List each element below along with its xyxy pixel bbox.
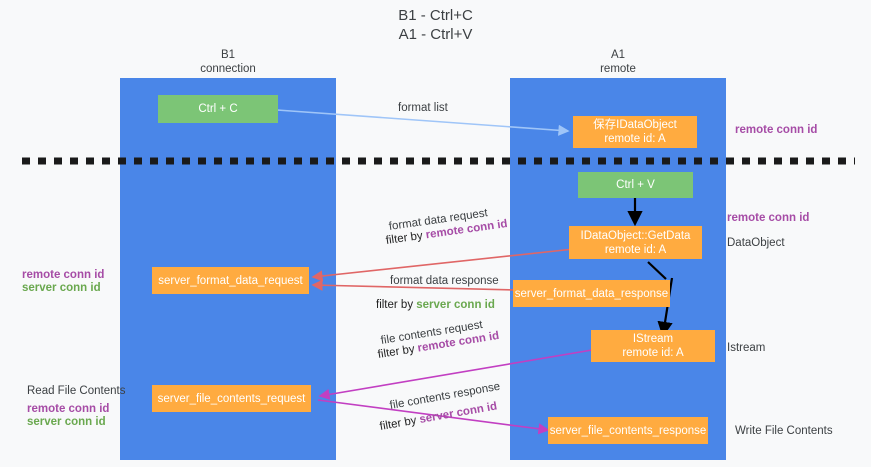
node-istream-line-2: remote id: A (622, 347, 684, 359)
node-save-idataobject[interactable]: 保存IDataObject remote id: A (573, 116, 697, 148)
annotation-left-server-conn-id-bottom: server conn id (27, 416, 106, 428)
column-header-b1: B1 connection (148, 48, 308, 76)
column-header-a1-name: A1 (610, 49, 626, 61)
arrow-getdata-stub (647, 261, 667, 280)
edge-label-format-data-response: format data response (390, 275, 499, 287)
annotation-left-remote-conn-id-bottom: remote conn id (27, 403, 110, 415)
annotation-remote-conn-id-top: remote conn id (735, 124, 818, 136)
node-server-file-contents-response-label: server_file_contents_response (549, 424, 707, 437)
node-idataobject-getdata[interactable]: IDataObject::GetData remote id: A (569, 226, 702, 259)
node-save-idataobject-line-2: remote id: A (604, 133, 666, 145)
arrow-file-contents-response (317, 399, 550, 435)
column-header-a1-sub: remote (600, 63, 636, 75)
node-server-file-contents-request[interactable]: server_file_contents_request (152, 385, 311, 412)
node-server-format-data-request[interactable]: server_format_data_request (152, 267, 309, 294)
annotation-dataobject: DataObject (727, 237, 785, 249)
node-istream[interactable]: IStream remote id: A (591, 330, 715, 362)
arrow-file-contents-request (318, 349, 593, 400)
node-save-idataobject-line-1: 保存IDataObject (593, 119, 677, 131)
node-idataobject-getdata-line-2: remote id: A (604, 243, 667, 256)
node-ctrl-c-label: Ctrl + C (198, 103, 238, 115)
arrow-format-list (276, 109, 570, 136)
annotation-istream: Istream (727, 342, 766, 354)
annotation-left-remote-conn-id-mid: remote conn id (22, 269, 105, 281)
filter-key-server-conn-id: server conn id (416, 299, 495, 311)
node-ctrl-v[interactable]: Ctrl + V (578, 172, 693, 198)
node-istream-line-1: IStream (632, 333, 674, 345)
node-server-file-contents-response[interactable]: server_file_contents_response (548, 417, 708, 444)
arrow-format-data-response (311, 279, 517, 291)
node-ctrl-v-label: Ctrl + V (616, 179, 655, 191)
filter-prefix: filter by (376, 299, 417, 311)
title-line-1: B1 - Ctrl+C (398, 7, 473, 24)
title-line-2: A1 - Ctrl+V (398, 26, 473, 43)
edge-label-format-data-response-filter: filter by server conn id (376, 298, 495, 313)
annotation-remote-conn-id-mid: remote conn id (727, 212, 810, 224)
node-server-format-data-response[interactable]: server_format_data_response (513, 280, 670, 307)
annotation-left-server-conn-id-mid: server conn id (22, 282, 101, 294)
node-ctrl-c[interactable]: Ctrl + C (158, 95, 278, 123)
node-server-file-contents-request-label: server_file_contents_request (157, 392, 306, 405)
node-server-format-data-response-label: server_format_data_response (514, 287, 669, 300)
annotation-write-file-contents: Write File Contents (735, 425, 833, 437)
node-idataobject-getdata-line-1: IDataObject::GetData (580, 229, 691, 242)
edge-label-format-list: format list (398, 102, 448, 114)
annotation-read-file-contents: Read File Contents (27, 385, 126, 397)
diagram-title: B1 - Ctrl+C A1 - Ctrl+V (0, 6, 871, 44)
column-header-b1-name: B1 (220, 49, 236, 61)
column-header-b1-sub: connection (200, 63, 256, 75)
column-header-a1: A1 remote (538, 48, 698, 76)
arrow-format-data-request (311, 248, 575, 282)
node-server-format-data-request-label: server_format_data_request (158, 274, 303, 287)
